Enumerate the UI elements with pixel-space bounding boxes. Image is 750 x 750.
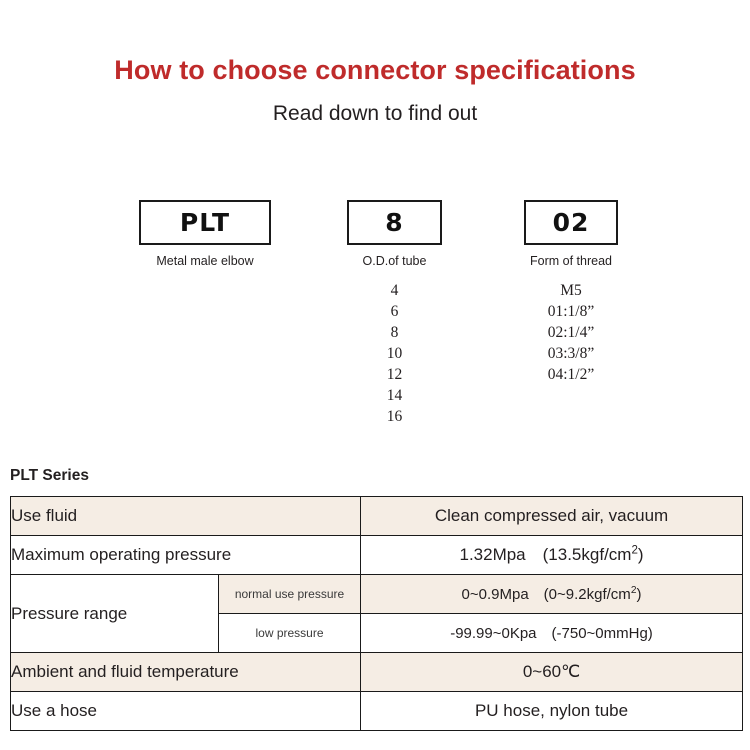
code-box-tube-od-value: 8 xyxy=(385,208,404,237)
spec-value: 1.32Mpa (13.5kgf/cm2) xyxy=(360,535,744,575)
spec-row: low pressure-99.99~0Kpa (-750~0mmHg) xyxy=(11,613,744,653)
code-column-thread-form: 02 Form of thread M5 01:1/8” 02:1/4” 03:3/8… xyxy=(524,200,618,385)
spec-value: 0~0.9Mpa (0~9.2kgf/cm2) xyxy=(360,574,744,614)
code-option[interactable]: 03:3/8” xyxy=(547,345,595,362)
spec-value: -99.99~0Kpa (-750~0mmHg) xyxy=(360,613,744,653)
code-option[interactable]: M5 xyxy=(560,282,582,299)
code-option[interactable]: 16 xyxy=(386,408,403,425)
spec-label: Pressure range xyxy=(10,574,219,653)
code-option[interactable]: 12 xyxy=(386,366,403,383)
page-subtitle: Read down to find out xyxy=(272,102,478,125)
spec-label: Use fluid xyxy=(9,496,362,536)
code-option[interactable]: 02:1/4” xyxy=(547,324,595,341)
code-column-series: PLT Metal male elbow xyxy=(139,200,271,280)
spec-label: Maximum operating pressure xyxy=(9,535,362,575)
code-option[interactable]: 6 xyxy=(390,303,399,320)
part-number-builder: PLT Metal male elbow 8 O.D.of tube 4 6 8 10… xyxy=(0,200,750,450)
code-box-tube-od[interactable]: 8 xyxy=(347,200,442,245)
code-caption-thread-form: Form of thread xyxy=(530,254,612,268)
code-caption-tube-od: O.D.of tube xyxy=(362,254,427,268)
code-box-series[interactable]: PLT xyxy=(139,200,271,245)
code-option[interactable]: 10 xyxy=(386,345,403,362)
code-option[interactable]: 14 xyxy=(386,387,403,404)
spec-label: Ambient and fluid temperature xyxy=(9,652,362,692)
code-options-tube-od: 4 6 8 10 12 14 16 xyxy=(347,280,442,427)
code-option[interactable]: 04:1/2” xyxy=(547,366,595,383)
spec-label: Use a hose xyxy=(9,691,362,731)
code-box-thread-form[interactable]: 02 xyxy=(524,200,618,245)
spec-value: Clean compressed air, vacuum xyxy=(360,496,744,536)
spec-sub-label: low pressure xyxy=(217,613,362,653)
spec-sub-label: normal use pressure xyxy=(217,574,362,614)
code-option[interactable]: 8 xyxy=(390,324,399,341)
code-column-tube-od: 8 O.D.of tube 4 6 8 10 12 14 16 xyxy=(347,200,442,427)
page-title: How to choose connector specifications xyxy=(114,55,636,85)
code-caption-series: Metal male elbow xyxy=(156,254,254,268)
spec-value: 0~60℃ xyxy=(360,652,744,692)
code-options-thread-form: M5 01:1/8” 02:1/4” 03:3/8” 04:1/2” xyxy=(524,280,618,385)
code-box-thread-form-value: 02 xyxy=(552,208,590,237)
spec-value: PU hose, nylon tube xyxy=(360,691,744,731)
code-option[interactable]: 01:1/8” xyxy=(547,303,595,320)
code-option[interactable]: 4 xyxy=(390,282,399,299)
series-heading: PLT Series xyxy=(10,467,89,484)
code-box-series-value: PLT xyxy=(179,208,231,237)
